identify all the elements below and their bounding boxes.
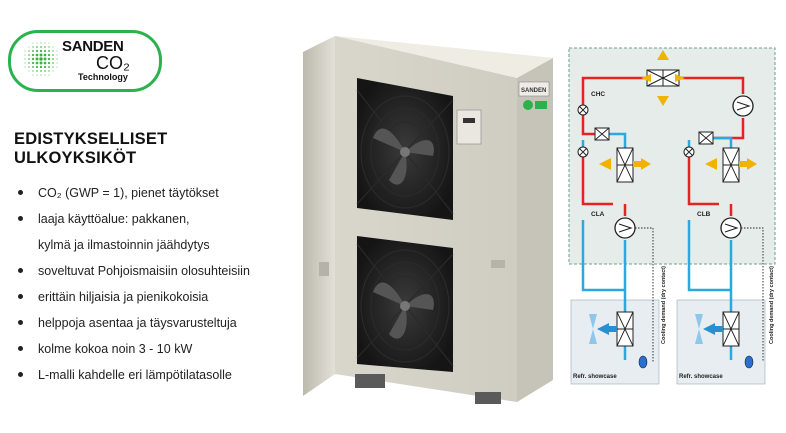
bullet-icon [18, 346, 23, 351]
control-panel [456, 109, 482, 145]
cla-compressor [614, 217, 636, 239]
refrigerant-circuit-diagram: CHC CLA [568, 47, 776, 385]
cla-label: CLA [591, 211, 605, 218]
control-lines [635, 227, 764, 362]
cooling-demand-label-a: Cooling demand (dry contact) [661, 266, 667, 344]
showcase-box-b [676, 299, 766, 385]
page-title: EDISTYKSELLISET ULKOYKSIKÖT [14, 130, 167, 168]
clb-heat-exchanger [705, 147, 757, 183]
showcase-label-a: Refr. showcase [573, 374, 617, 380]
unit-foot [355, 374, 385, 388]
showcase-evaporator-a [589, 311, 634, 347]
clb-label: CLB [697, 211, 711, 218]
list-item: kolme kokoa noin 3 - 10 kW [14, 336, 314, 362]
list-item: L-malli kahdelle eri lämpötilatasolle [14, 362, 314, 388]
bullet-icon [18, 190, 23, 195]
showcase-valve-a [638, 355, 648, 369]
dot-globe-icon [24, 42, 58, 76]
clb-compressor [720, 217, 742, 239]
outdoor-unit-image: SANDEN [303, 36, 553, 404]
logo-brand: SANDEN [62, 38, 124, 55]
list-item: CO₂ (GWP = 1), pienet täytökset [14, 180, 314, 206]
internal-heat-exchanger-a [594, 127, 610, 141]
cla-valve [577, 146, 589, 158]
bullet-icon [18, 372, 23, 377]
list-item: erittäin hiljaisia ja pienikokoisia [14, 284, 314, 310]
unit-right [517, 58, 553, 402]
list-item: helppoja asentaa ja täysvarusteltuja [14, 310, 314, 336]
lower-fan-grille [356, 236, 454, 372]
list-item: laaja käyttöalue: pakkanen,kylmä ja ilma… [14, 206, 314, 258]
unit-side [303, 36, 335, 396]
cooling-demand-label-b: Cooling demand (dry contact) [769, 266, 775, 344]
showcase-evaporator-b [695, 311, 740, 347]
svg-text:SANDEN: SANDEN [521, 88, 546, 94]
internal-heat-exchanger-b [698, 131, 714, 145]
bullet-icon [18, 294, 23, 299]
title-line-2: ULKOYKSIKÖT [14, 149, 137, 167]
title-line-1: EDISTYKSELLISET [14, 130, 168, 148]
list-item: soveltuvat Pohjoismaisiin olosuhteisiin [14, 258, 314, 284]
bullet-icon [18, 216, 23, 221]
brand-badge: SANDEN [518, 81, 550, 110]
compressor-top [732, 95, 754, 117]
bullet-icon [18, 320, 23, 325]
chc-heat-exchanger [641, 50, 685, 106]
side-handle [319, 262, 329, 276]
showcase-label-b: Refr. showcase [679, 374, 723, 380]
front-handle [491, 260, 505, 268]
bullet-icon [18, 268, 23, 273]
logo-co2: CO₂ [96, 53, 130, 73]
logo-technology: Technology [78, 72, 128, 82]
chc-label: CHC [591, 91, 605, 98]
unit-foot [475, 392, 501, 404]
expansion-valve [577, 104, 589, 116]
clb-valve [683, 146, 695, 158]
upper-fan-grille [356, 78, 454, 220]
cla-heat-exchanger [599, 147, 651, 183]
feature-list: CO₂ (GWP = 1), pienet täytökset laaja kä… [14, 180, 314, 388]
showcase-valve-b [744, 355, 754, 369]
sanden-co2-logo: SANDEN CO₂ Technology [8, 30, 162, 92]
logo-frame [8, 30, 162, 92]
showcase-box-a [570, 299, 660, 385]
